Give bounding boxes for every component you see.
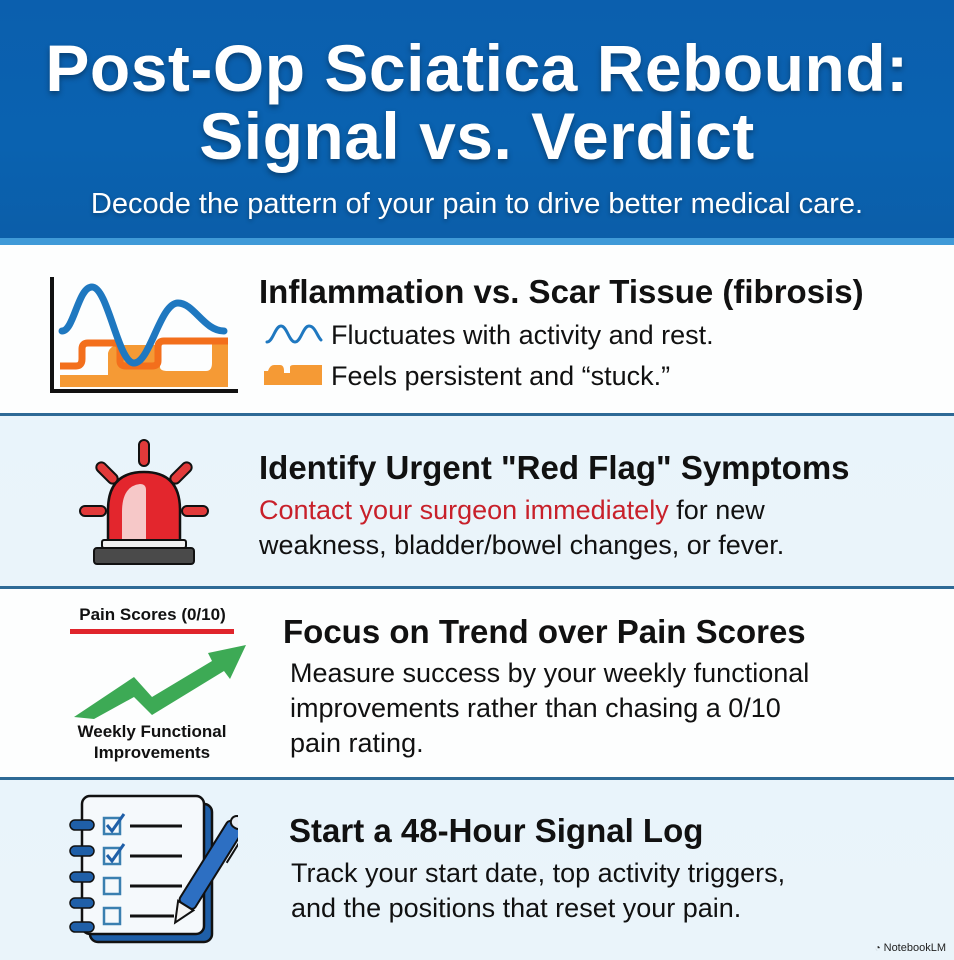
page-subtitle: Decode the pattern of your pain to drive…: [90, 188, 864, 220]
section-divider: [0, 586, 954, 589]
bullet-text: Fluctuates with activity and rest.: [331, 320, 714, 350]
section-title: Start a 48-Hour Signal Log: [289, 812, 704, 849]
section-text-line1: Contact your surgeon immediately for new: [259, 495, 765, 525]
siren-icon: [76, 438, 212, 568]
header-banner: Post-Op Sciatica Rebound: Signal vs. Ver…: [0, 0, 954, 238]
urgent-highlight: Contact your surgeon immediately: [259, 495, 669, 525]
checklist-notebook-icon: [68, 794, 246, 946]
page-title-line2: Signal vs. Verdict: [199, 99, 755, 173]
plateau-icon: [264, 363, 324, 387]
section-title: Identify Urgent "Red Flag" Symptoms: [259, 449, 850, 486]
section-divider: [0, 413, 954, 416]
section-text-line1: Measure success by your weekly functiona…: [290, 658, 810, 688]
section-text-line1: Track your start date, top activity trig…: [291, 858, 786, 888]
trend-arrow-icon: [72, 639, 248, 719]
pain-scores-label: Pain Scores (0/10): [79, 605, 226, 624]
section-text-line2: improvements rather than chasing a 0/10: [290, 693, 781, 723]
section-text-line2: weakness, bladder/bowel changes, or feve…: [259, 530, 785, 560]
section-text-line3: pain rating.: [290, 728, 424, 758]
bullet-text: Feels persistent and “stuck.”: [331, 361, 671, 391]
pain-score-line: [70, 629, 234, 634]
wave-icon: [265, 322, 323, 346]
section-red-flags: Identify Urgent "Red Flag" Symptoms Cont…: [0, 416, 954, 586]
wave-vs-plateau-chart-icon: [48, 267, 240, 397]
section-title: Inflammation vs. Scar Tissue (fibrosis): [259, 273, 864, 310]
page-title-line1: Post-Op Sciatica Rebound:: [45, 31, 909, 105]
section-title: Focus on Trend over Pain Scores: [283, 613, 806, 650]
notebooklm-branding: ◔ NotebookLM: [874, 942, 946, 954]
section-inflammation: Inflammation vs. Scar Tissue (fibrosis) …: [0, 245, 954, 413]
section-text-line2: and the positions that reset your pain.: [291, 893, 742, 923]
header-stripe: [0, 238, 954, 245]
notebooklm-logo-icon: ◔: [874, 942, 881, 954]
section-divider: [0, 777, 954, 780]
weekly-improvements-label: Weekly Functional Improvements: [77, 722, 227, 762]
section-trend: Pain Scores (0/10) Weekly Functional Imp…: [0, 589, 954, 777]
section-signal-log: Start a 48-Hour Signal Log Track your st…: [0, 780, 954, 960]
